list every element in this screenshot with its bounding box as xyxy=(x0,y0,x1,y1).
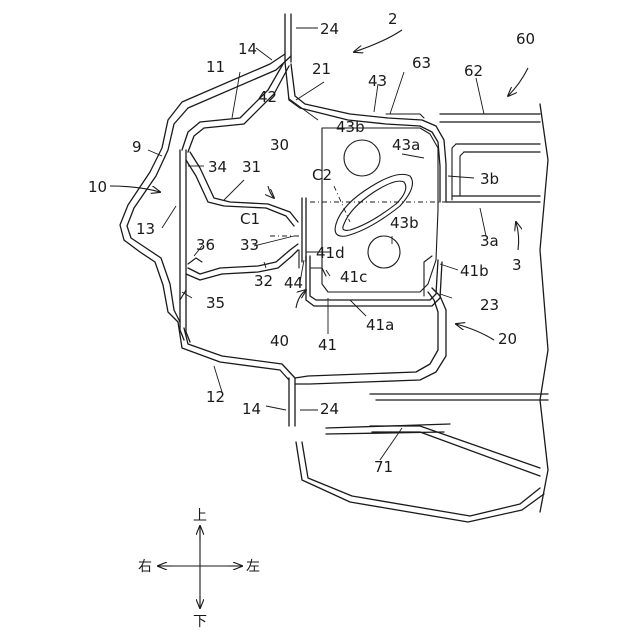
compass-up-label: 上 xyxy=(193,508,207,524)
label-c2: C2 xyxy=(312,166,332,184)
label-9: 9 xyxy=(132,138,142,156)
label-20: 20 xyxy=(498,330,517,348)
reference-labels: 24 2 60 14 11 21 63 62 42 43 43b 30 9 43… xyxy=(88,10,535,476)
label-11: 11 xyxy=(206,58,225,76)
direction-compass: 上 下 右 左 xyxy=(138,508,260,630)
label-34: 34 xyxy=(208,158,227,176)
label-2: 2 xyxy=(388,10,398,28)
label-41c: 41c xyxy=(340,268,367,286)
label-30: 30 xyxy=(270,136,289,154)
label-14-bot: 14 xyxy=(242,400,261,418)
label-31: 31 xyxy=(242,158,261,176)
label-60: 60 xyxy=(516,30,535,48)
label-3a: 3a xyxy=(480,232,499,250)
label-71: 71 xyxy=(374,458,393,476)
label-14-top: 14 xyxy=(238,40,257,58)
compass-right-label: 右 xyxy=(138,559,152,575)
label-40: 40 xyxy=(270,332,289,350)
label-62: 62 xyxy=(464,62,483,80)
label-44: 44 xyxy=(284,274,303,292)
label-3: 3 xyxy=(512,256,522,274)
label-32: 32 xyxy=(254,272,273,290)
label-c1: C1 xyxy=(240,210,260,228)
label-10: 10 xyxy=(88,178,107,196)
label-41a: 41a xyxy=(366,316,394,334)
compass-down-label: 下 xyxy=(193,614,207,630)
label-13: 13 xyxy=(136,220,155,238)
label-41d: 41d xyxy=(316,244,345,262)
label-43: 43 xyxy=(368,72,387,90)
label-12: 12 xyxy=(206,388,225,406)
label-3b: 3b xyxy=(480,170,499,188)
label-33: 33 xyxy=(240,236,259,254)
label-36: 36 xyxy=(196,236,215,254)
compass-left-label: 左 xyxy=(246,559,260,575)
label-42: 42 xyxy=(258,88,277,106)
label-63: 63 xyxy=(412,54,431,72)
label-35: 35 xyxy=(206,294,225,312)
label-41: 41 xyxy=(318,336,337,354)
label-24-top: 24 xyxy=(320,20,339,38)
label-23: 23 xyxy=(480,296,499,314)
label-41b: 41b xyxy=(460,262,489,280)
label-24-bot: 24 xyxy=(320,400,339,418)
label-43a: 43a xyxy=(392,136,420,154)
label-43b-bot: 43b xyxy=(390,214,419,232)
label-21: 21 xyxy=(312,60,331,78)
label-43b-top: 43b xyxy=(336,118,365,136)
